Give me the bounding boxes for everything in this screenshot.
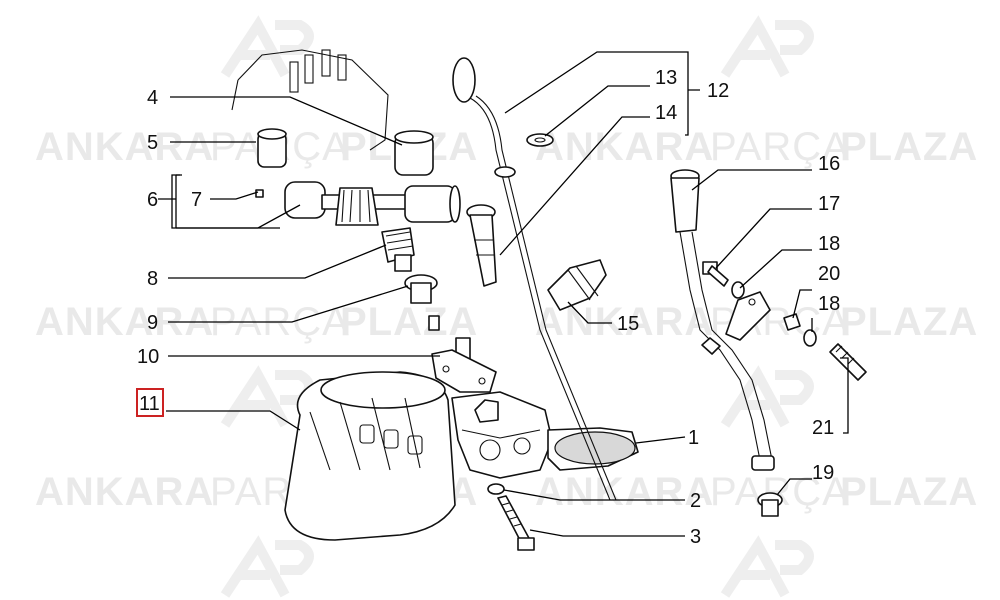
fitting-drawing	[547, 259, 607, 311]
bushing-drawing	[257, 128, 287, 168]
pinion-gear-drawing	[381, 227, 415, 272]
watermark-logo	[220, 15, 814, 598]
watermark-brand-b: PARÇA	[710, 125, 850, 169]
callout-19[interactable]: 19	[812, 462, 834, 484]
callout-9[interactable]: 9	[147, 312, 158, 334]
drive-shaft-drawing	[255, 181, 461, 226]
stud-washer-drawing	[803, 329, 817, 347]
callout-10[interactable]: 10	[137, 346, 159, 368]
bracket-washer-drawing	[731, 281, 745, 299]
callout-16[interactable]: 16	[818, 153, 840, 175]
watermark-brand-c: PLAZA	[840, 125, 978, 169]
callout-2[interactable]: 2	[690, 490, 701, 512]
pump-cover-drawing	[431, 337, 497, 393]
washer-drawing	[526, 133, 554, 147]
callout-20[interactable]: 20	[818, 263, 840, 285]
callout-21[interactable]: 21	[812, 417, 834, 439]
callout-12[interactable]: 12	[707, 80, 729, 102]
callout-6[interactable]: 6	[147, 189, 158, 211]
callout-15[interactable]: 15	[617, 313, 639, 335]
bolt-drawing	[497, 495, 535, 551]
callout-11[interactable]: 11	[139, 393, 160, 415]
callout-17[interactable]: 17	[818, 193, 840, 215]
callout-1[interactable]: 1	[688, 427, 699, 449]
tube-bracket-drawing	[725, 291, 771, 341]
callout-labels: 4 5 6 7 8 9 10 11 1 2 3 13 14 12 15 16 1…	[136, 67, 840, 548]
grommet-drawing	[757, 492, 783, 517]
o-ring-drawing	[487, 483, 505, 495]
callout-5[interactable]: 5	[147, 132, 158, 154]
callout-18[interactable]: 18	[818, 293, 840, 315]
oil-pump-body-drawing	[451, 391, 553, 479]
distributor-cap-drawing	[231, 49, 389, 151]
watermark-brand-a: ANKARA	[35, 470, 214, 514]
watermark-brand-c: PLAZA	[840, 300, 978, 344]
part-drawings	[231, 49, 867, 551]
callout-13[interactable]: 13	[655, 67, 677, 89]
watermark-brand-a: ANKARA	[535, 125, 714, 169]
watermark-text-row-2: ANKARA PARÇA PLAZA ANKARA PARÇA PLAZA	[35, 300, 978, 344]
dipstick-drawing	[452, 57, 617, 501]
seal-ring-drawing	[404, 274, 438, 304]
oil-strainer-drawing	[547, 427, 639, 471]
callout-18[interactable]: 18	[818, 233, 840, 255]
watermark-brand-a: ANKARA	[35, 125, 214, 169]
coupling-drawing	[428, 315, 440, 331]
selected-callout-frame	[136, 388, 164, 417]
sleeve-drawing	[394, 130, 434, 176]
watermark-brand-a: ANKARA	[535, 470, 714, 514]
callout-8[interactable]: 8	[147, 268, 158, 290]
oil-filter-drawing	[284, 371, 456, 541]
watermark-brand-c: PLAZA	[340, 300, 478, 344]
bracket-bolt-drawing	[702, 261, 729, 287]
nut-drawing	[783, 313, 801, 331]
leader-lines	[158, 51, 849, 537]
callout-14[interactable]: 14	[655, 102, 677, 124]
callout-7[interactable]: 7	[191, 189, 202, 211]
callout-4[interactable]: 4	[147, 87, 158, 109]
dipstick-tube-drawing	[670, 169, 775, 471]
watermark-brand-c: PLAZA	[840, 470, 978, 514]
guide-tube-drawing	[466, 204, 497, 287]
callout-3[interactable]: 3	[690, 526, 701, 548]
